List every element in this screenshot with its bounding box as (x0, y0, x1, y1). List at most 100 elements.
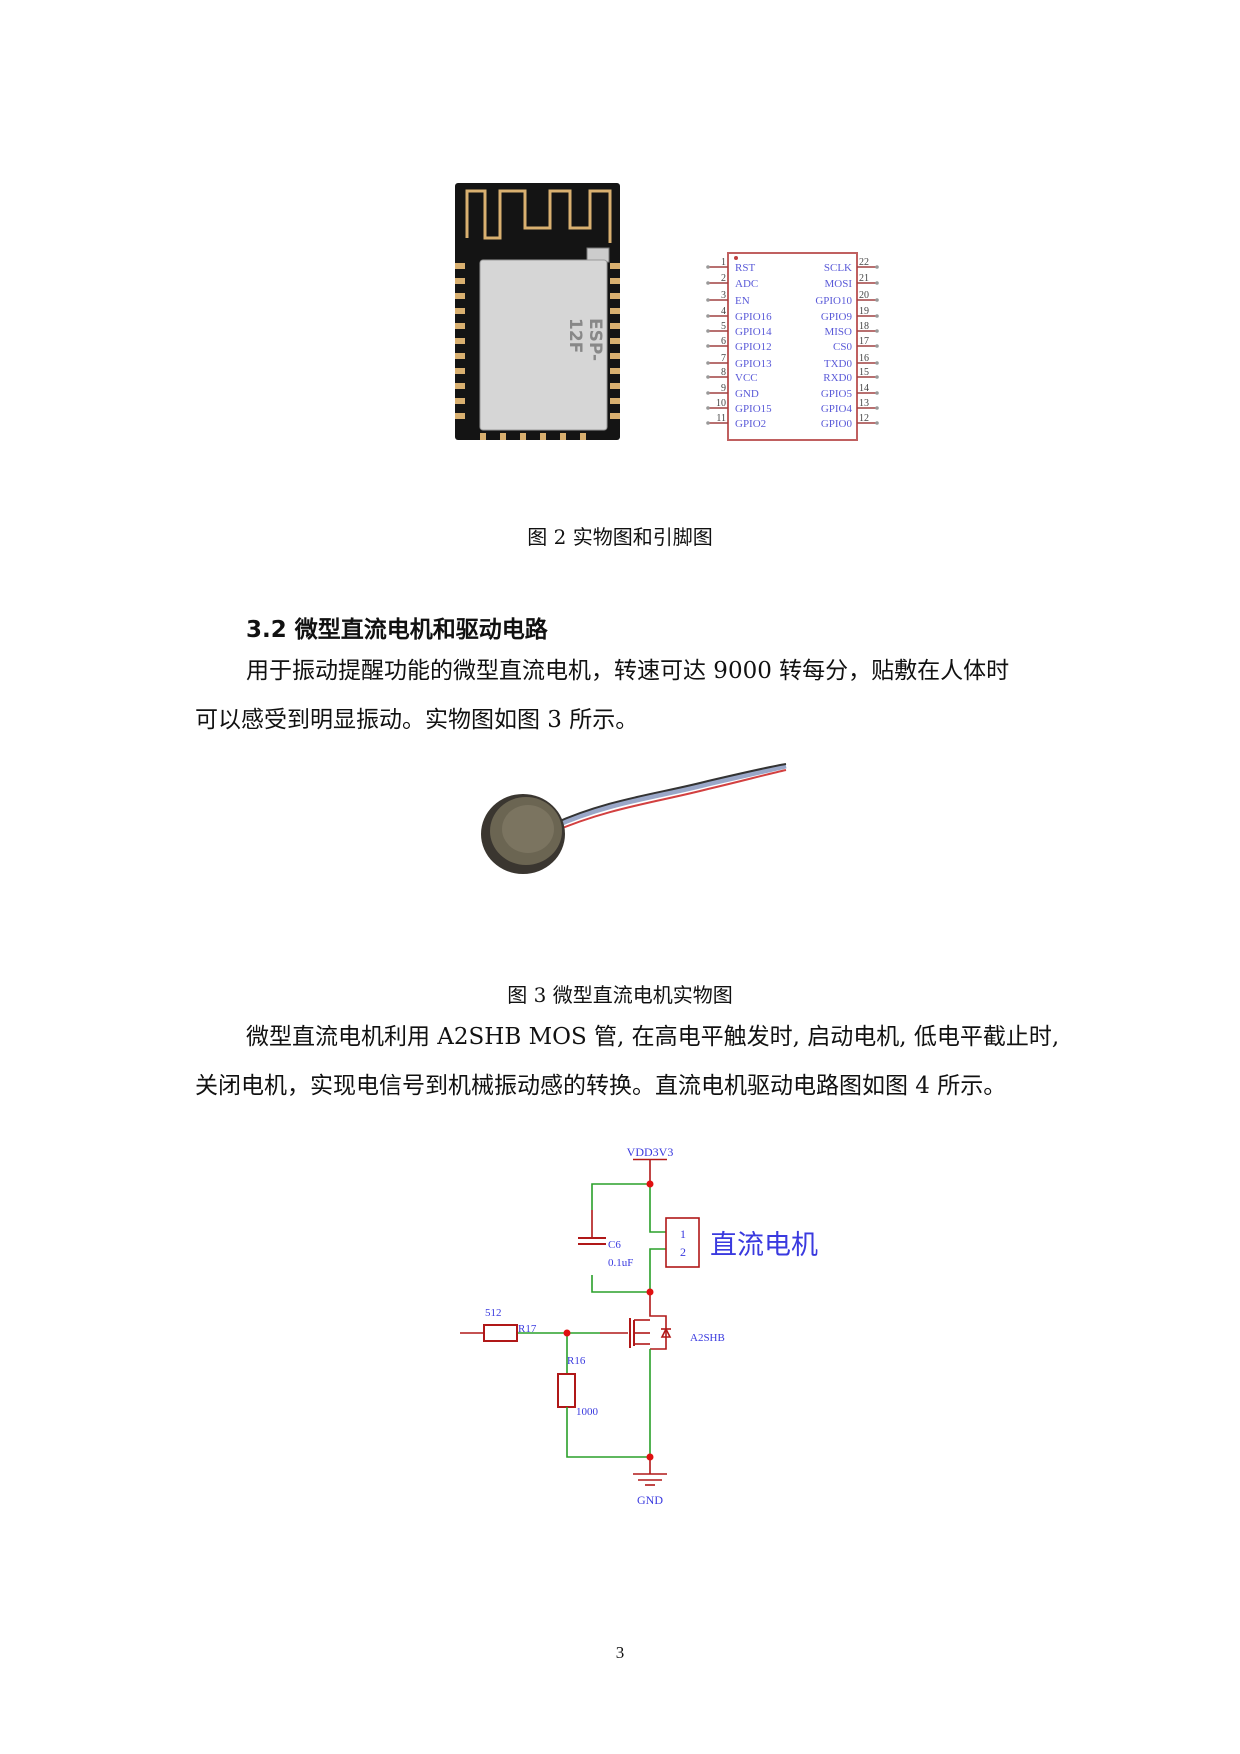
pin-number: 6 (721, 336, 726, 347)
pin-end (706, 314, 710, 318)
motor-label: 直流电机 (710, 1230, 818, 1260)
pin-name: GPIO13 (735, 358, 772, 370)
pin-number: 5 (721, 321, 726, 332)
pin-end (706, 329, 710, 333)
pin-number: 20 (859, 290, 869, 301)
r17-name: R17 (518, 1323, 537, 1335)
pin1-marker (734, 256, 738, 260)
pin-end (875, 329, 879, 333)
pin-name: GPIO12 (735, 341, 772, 353)
chip-body (727, 252, 858, 441)
motor-driver-schematic: VDD3V3 C6 0.1uF 1 2 直流电机 512 R17 R16 100… (460, 1145, 818, 1507)
c6-value: 0.1uF (608, 1257, 633, 1269)
pin-name: ADC (735, 278, 758, 290)
pin-name: GPIO15 (735, 403, 772, 415)
paragraph-1: 用于振动提醒功能的微型直流电机，转速可达 9000 转每分，贴敷在人体时 可以感… (195, 647, 1080, 745)
pin-number: 19 (859, 306, 869, 317)
paragraph-1-line-1: 用于振动提醒功能的微型直流电机，转速可达 9000 转每分，贴敷在人体时 (246, 658, 1010, 684)
pin-name: MOSI (824, 278, 852, 290)
section-heading: 3.2 微型直流电机和驱动电路 (246, 617, 548, 643)
pin-name: GPIO5 (821, 388, 853, 400)
pin-name: EN (735, 295, 750, 307)
pin-name: GPIO10 (815, 295, 852, 307)
pin-name: GPIO2 (735, 418, 766, 430)
pin-end (706, 421, 710, 425)
r17-value: 512 (485, 1307, 502, 1319)
motor-pin-2: 2 (680, 1245, 686, 1259)
pin-number: 14 (859, 383, 869, 394)
pin-end (875, 344, 879, 348)
motor-pin-1: 1 (680, 1227, 686, 1241)
module-marking: ESP-12F (565, 318, 605, 362)
pin-number: 22 (859, 257, 869, 268)
pin-number: 10 (716, 398, 726, 409)
pin-number: 17 (859, 336, 869, 347)
pin-number: 3 (721, 290, 726, 301)
c6-name: C6 (608, 1239, 621, 1251)
pin-number: 9 (721, 383, 726, 394)
ground-symbol (633, 1473, 667, 1486)
pin-name: RXD0 (823, 372, 852, 384)
pin-number: 11 (716, 413, 726, 424)
page-number: 3 (615, 1643, 625, 1662)
mosfet-label: A2SHB (690, 1332, 725, 1344)
pin-name: RST (735, 262, 755, 274)
r16-value: 1000 (576, 1406, 599, 1418)
pin-name: TXD0 (824, 358, 853, 370)
vdd-label: VDD3V3 (627, 1145, 674, 1159)
pin-name: MISO (824, 326, 852, 338)
pin-end (706, 391, 710, 395)
wire (591, 1183, 650, 1210)
pin-number: 16 (859, 353, 869, 364)
pin-end (706, 375, 710, 379)
pin-end (706, 281, 710, 285)
pin-name: VCC (735, 372, 758, 384)
pin-number: 18 (859, 321, 869, 332)
paragraph-2-line-2: 关闭电机，实现电信号到机械振动感的转换。直流电机驱动电路图如图 4 所示。 (195, 1073, 1007, 1099)
pin-name: GND (735, 388, 759, 400)
pcb-antenna-trace (455, 189, 620, 440)
vibration-motor-photo (481, 763, 787, 874)
pin-name: GPIO0 (821, 418, 853, 430)
paragraph-2: 微型直流电机利用 A2SHB MOS 管, 在高电平触发时, 启动电机, 低电平… (195, 1013, 1080, 1111)
r16-name: R16 (567, 1355, 586, 1367)
pin-end (875, 421, 879, 425)
pin-number: 1 (721, 257, 726, 268)
paragraph-1-line-2: 可以感受到明显振动。实物图如图 3 所示。 (195, 707, 639, 733)
pin-end (875, 281, 879, 285)
pin-number: 7 (721, 353, 726, 364)
pin-number: 8 (721, 367, 726, 378)
pin-end (875, 314, 879, 318)
pin-end (875, 406, 879, 410)
pin-end (706, 361, 710, 365)
pin-end (706, 298, 710, 302)
pin-name: SCLK (824, 262, 852, 274)
mosfet-a2shb (649, 1292, 667, 1350)
pin-number: 2 (721, 273, 726, 284)
figure-3-caption: 图 3 微型直流电机实物图 (507, 983, 733, 1007)
pin-end (875, 361, 879, 365)
pin-name: GPIO16 (735, 311, 772, 323)
pin-end (706, 265, 710, 269)
esp12f-module-photo: ESP-12F (455, 183, 620, 440)
pin-number: 13 (859, 398, 869, 409)
motor-connector (665, 1217, 700, 1268)
pin-number: 21 (859, 273, 869, 284)
pin-end (875, 265, 879, 269)
figure-2-caption: 图 2 实物图和引脚图 (527, 525, 713, 549)
pin-end (875, 391, 879, 395)
resistor-r17 (483, 1324, 518, 1342)
pin-name: GPIO9 (821, 311, 853, 323)
pin-end (875, 298, 879, 302)
pin-number: 12 (859, 413, 869, 424)
junction-dots (563, 1180, 654, 1461)
pin-end (875, 375, 879, 379)
pin-end (706, 344, 710, 348)
pin-number: 15 (859, 367, 869, 378)
paragraph-2-line-1: 微型直流电机利用 A2SHB MOS 管, 在高电平触发时, 启动电机, 低电平… (246, 1024, 1060, 1050)
pin-name: GPIO14 (735, 326, 772, 338)
pin-end (706, 406, 710, 410)
gnd-label: GND (637, 1493, 663, 1507)
pin-name: GPIO4 (821, 403, 853, 415)
